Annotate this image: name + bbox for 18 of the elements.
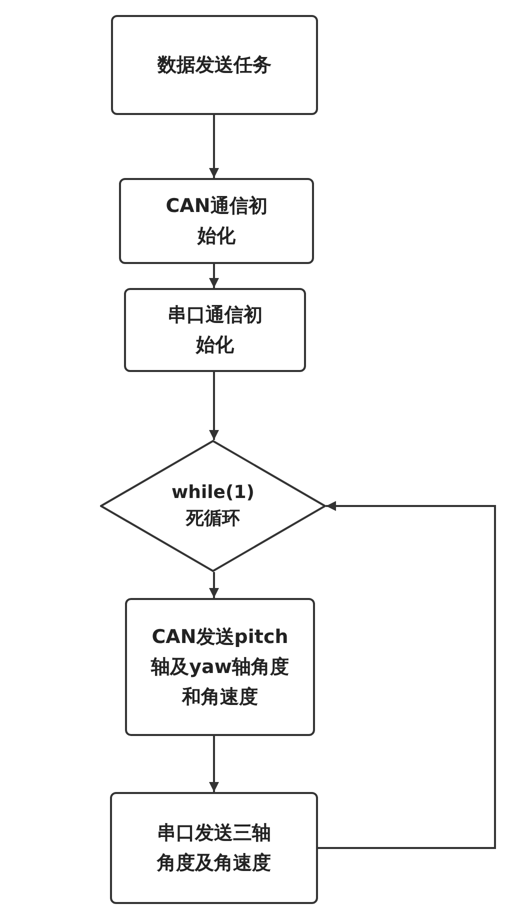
arrow [209, 264, 219, 288]
arrow [209, 115, 219, 178]
process-box [111, 15, 318, 115]
node-text: CAN发送pitch轴及yaw轴角度和角速度 [150, 625, 290, 710]
node-text: 数据发送任务 [158, 53, 272, 78]
node-text: while(1) 死循环 [170, 481, 256, 531]
process-box [124, 288, 306, 372]
process-box [119, 178, 314, 264]
process-box [110, 792, 318, 904]
decision-diamond [100, 440, 326, 572]
arrow [209, 372, 219, 440]
node-text: 串口发送三轴角度及角速度 [156, 821, 272, 876]
arrow [209, 572, 219, 598]
arrow [318, 501, 496, 849]
node-text: 串口通信初始化 [166, 303, 264, 358]
node-text: CAN通信初始化 [164, 194, 268, 249]
arrow [209, 736, 219, 792]
process-box [125, 598, 315, 736]
